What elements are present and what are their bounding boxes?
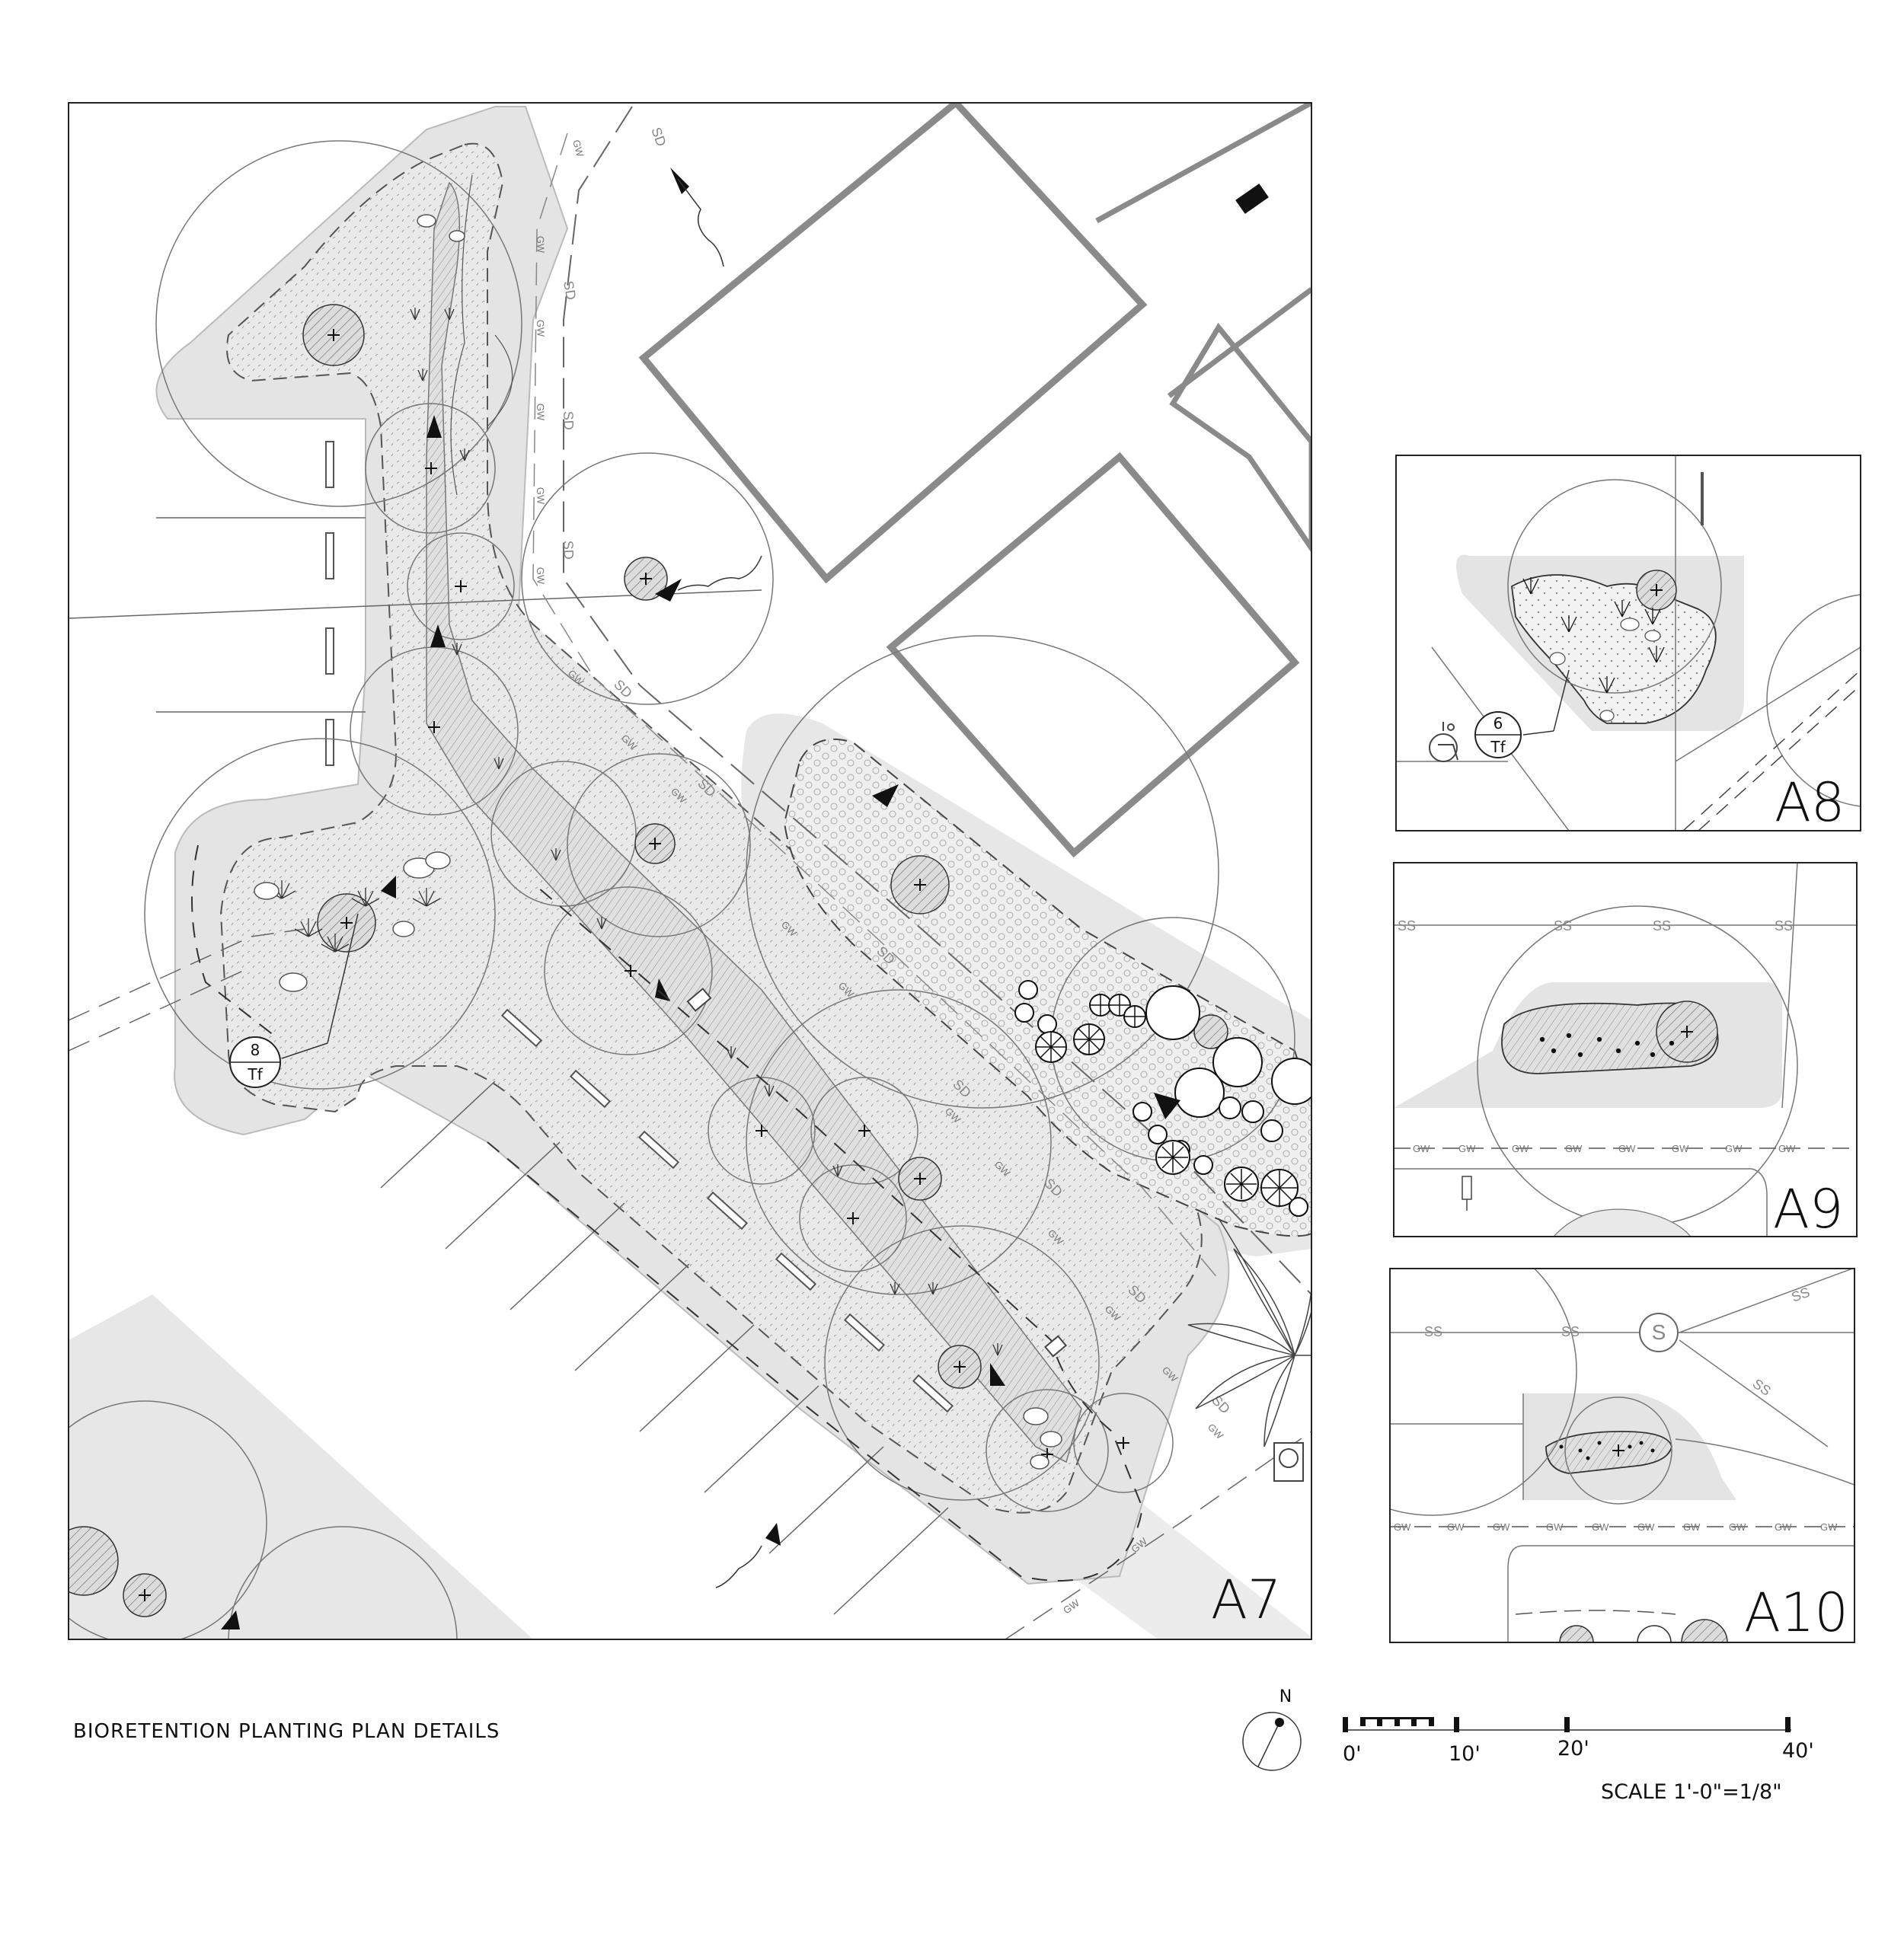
gw-label: GW [1413,1143,1430,1154]
scale-tick-40: 40' [1782,1739,1814,1763]
gw-label: GW [1637,1521,1655,1533]
ss-label: SS [1790,1285,1812,1305]
gw-label: GW [1493,1521,1510,1533]
bioretention-planting-area [219,142,1203,1514]
panel-label-a9: A9 [1773,1178,1843,1240]
scale-tick-20: 20' [1557,1737,1589,1760]
tag-number: 6 [1493,714,1503,733]
ss-label: SS [1554,918,1572,934]
panel-label-a8: A8 [1775,771,1845,834]
lower-left-strip [69,1294,533,1639]
manhole-label: S [1652,1320,1666,1344]
panel-a8: 6 Tf A8 [1396,455,1861,834]
panel-a7: SD SD SD SD SD SD SD SD SD SD SD GW GW G… [69,103,1311,1639]
gw-label: GW [1820,1521,1838,1533]
scale-bar: 0' 10' 20' 40' SCALE 1'-0"=1/8" [1343,1717,1814,1804]
planting-tag-a7: 8 Tf [229,913,359,1088]
north-label: N [1279,1687,1292,1706]
ss-label: SS [1750,1376,1774,1399]
sd-label: SD [561,279,579,301]
planting-contours [450,174,513,496]
gw-label: GW [1725,1143,1743,1154]
ss-label: SS [1398,918,1416,934]
panel-a9: SS SS SS SS GW GW GW GW GW GW GW GW A9 [1394,863,1857,1240]
building-door [1235,184,1269,214]
accessible-parking-icon [1429,722,1458,762]
gw-label: GW [1206,1422,1226,1442]
sd-label: SD [561,410,577,430]
ss-label: SS [1775,918,1793,934]
palm-plant [1187,1218,1311,1447]
gw-label: GW [1546,1521,1564,1533]
building-3 [1095,103,1311,554]
gw-label: GW [535,236,547,254]
gw-label: GW [1778,1143,1796,1154]
panel-label-a10: A10 [1744,1582,1848,1644]
gw-label: GW [1683,1521,1701,1533]
gw-label: GW [1394,1521,1411,1533]
gw-label: GW [570,139,586,158]
building-2 [886,452,1300,858]
gw-label: GW [535,404,547,422]
spoke-shrubs [1036,994,1298,1206]
gw-label: GW [1672,1143,1689,1154]
greywater-line [532,132,1219,1280]
wheel-stops [325,441,954,1413]
gw-label: GW [1618,1143,1636,1154]
scale-tick-10: 10' [1449,1742,1481,1766]
gw-line-south [69,928,1311,1639]
tag-code: Tf [247,1065,263,1084]
small-structures [686,988,1304,1482]
north-arrow: N [1242,1687,1302,1771]
gw-label: GW [1592,1521,1609,1533]
flow-squiggles [677,178,762,1588]
storm-drain-line [563,106,1311,1295]
panel-a10: S SS SS SS SS GW GW GW GW GW GW GW GW GW… [1390,1269,1854,1644]
ss-label: SS [1424,1324,1442,1339]
scale-note: SCALE 1'-0"=1/8" [1601,1780,1782,1804]
gw-labels: GW GW GW GW GW GW GW GW GW GW [1394,1521,1838,1533]
grass-symbols [267,308,1003,1356]
boulders [254,214,1062,1470]
gw-label: GW [1775,1521,1792,1533]
a8-planting-area [1511,574,1717,724]
gw-label: GW [1447,1521,1465,1533]
sewer-manhole-icon [1639,1313,1679,1352]
ss-label: SS [1653,918,1671,934]
panel-label-a7: A7 [1211,1569,1281,1631]
gw-label: GW [535,320,547,338]
building-1 [638,103,1148,584]
tag-code: Tf [1490,738,1506,756]
sd-label: SD [648,126,669,148]
panel-a7-frame [68,102,1312,1640]
sheet-title: BIORETENTION PLANTING PLAN DETAILS [73,1720,500,1743]
gw-labels: GW GW GW GW GW GW GW GW [1413,1143,1796,1154]
gw-label: GW [535,487,547,506]
ss-label: SS [1561,1324,1580,1339]
gw-label: GW [535,567,547,586]
planting-tag-a8: 6 Tf [1474,669,1570,758]
ss-labels: SS SS SS SS [1398,918,1793,934]
gw-label: GW [1729,1521,1746,1533]
tag-number: 8 [251,1041,260,1059]
gw-label: GW [1512,1143,1529,1154]
scale-tick-0: 0' [1343,1742,1362,1766]
panel-a8-frame [1395,455,1861,831]
panel-a9-frame [1393,862,1858,1237]
ss-labels: SS SS SS SS [1424,1285,1812,1399]
panel-a10-frame [1389,1268,1855,1643]
gw-label: GW [1458,1143,1476,1154]
gw-label: GW [1565,1143,1583,1154]
dashed-lines [191,844,1144,1582]
sd-label: SD [561,540,577,560]
